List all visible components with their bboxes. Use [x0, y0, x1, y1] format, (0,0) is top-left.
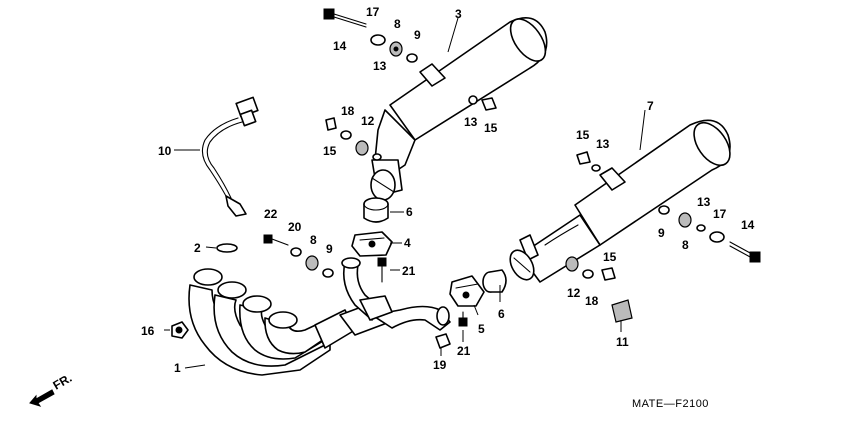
- callout-17-right: 17: [713, 207, 727, 221]
- callout-13-right-upper: 13: [596, 137, 610, 151]
- o2-sensor: [201, 96, 259, 217]
- collar-9-right: [658, 205, 670, 215]
- nut-15-right-lower: [601, 267, 616, 281]
- rubber-12-mid: [355, 140, 369, 156]
- exhaust-header-pipes: [188, 268, 396, 376]
- callout-8-upper: 8: [394, 17, 401, 31]
- nut-15-right-upper: [576, 151, 591, 165]
- callout-21-lower: 21: [457, 344, 471, 358]
- callout-6-lower: 6: [498, 307, 505, 321]
- callout-3: 3: [455, 7, 462, 21]
- collar-18-mid: [340, 130, 352, 140]
- bolt-22: [263, 234, 289, 246]
- callout-22: 22: [264, 207, 278, 221]
- callout-15-mid: 15: [323, 144, 337, 158]
- callout-10: 10: [158, 144, 172, 158]
- rubber-8-upper: [389, 41, 403, 57]
- callout-18-mid: 18: [341, 104, 355, 118]
- nut-16: [171, 321, 189, 339]
- callout-12-mid: 12: [361, 114, 375, 128]
- callout-12-right: 12: [567, 286, 581, 300]
- callout-4: 4: [404, 236, 411, 250]
- callout-9-right: 9: [658, 226, 665, 240]
- washer-13-right-upper: [591, 164, 601, 172]
- callout-5: 5: [478, 322, 485, 336]
- gasket-6-lower: [482, 269, 507, 293]
- callout-14-right: 14: [741, 218, 755, 232]
- callout-1: 1: [174, 361, 181, 375]
- nut-19: [435, 333, 451, 349]
- rubber-11: [611, 299, 633, 323]
- bolt-14-upper: [323, 8, 367, 28]
- right-muffler: [509, 119, 731, 283]
- front-marker-label: FR.: [51, 371, 75, 393]
- diagram-code: MATE—F2100: [632, 398, 709, 410]
- callout-9-left: 9: [326, 242, 333, 256]
- washer-13-right: [696, 224, 706, 232]
- callout-16: 16: [141, 324, 155, 338]
- washer-17-upper: [370, 34, 386, 46]
- bolt-14-right: [729, 241, 761, 263]
- callout-7: 7: [647, 99, 654, 113]
- callout-18-right: 18: [585, 294, 599, 308]
- callout-labels: 3 7 10 1 2 4 5 6 6 8 8 8 9 9 9 11 12 12 …: [141, 5, 755, 375]
- callout-2: 2: [194, 241, 201, 255]
- callout-9-upper: 9: [414, 28, 421, 42]
- rubber-12-right: [565, 256, 579, 272]
- leader-lines: [164, 17, 646, 369]
- gasket-2: [216, 243, 238, 253]
- callout-21-upper: 21: [402, 264, 416, 278]
- callout-19: 19: [433, 358, 447, 372]
- callout-17-upper: 17: [366, 5, 380, 19]
- callout-6-upper: 6: [406, 205, 413, 219]
- rubber-8-left: [305, 255, 319, 271]
- callout-15-right-lower: 15: [603, 250, 617, 264]
- callout-13-right: 13: [697, 195, 711, 209]
- joint-pipe: [341, 257, 451, 331]
- clamp-band-4: [351, 231, 393, 257]
- bolt-15-mid: [325, 117, 337, 131]
- callout-14-upper: 14: [333, 39, 347, 53]
- collar-18-right: [582, 269, 594, 279]
- clamp-band-5: [449, 275, 485, 307]
- bolt-21-lower: [458, 311, 468, 327]
- left-muffler: [370, 16, 548, 201]
- gasket-6-upper: [363, 197, 389, 223]
- front-direction-arrow-icon: [29, 389, 55, 407]
- rubber-8-right: [678, 212, 692, 228]
- callout-15-right-upper: 15: [576, 128, 590, 142]
- washer-13-upper: [468, 95, 478, 105]
- callout-13-mid: 13: [464, 115, 478, 129]
- callout-15-upper: 15: [484, 121, 498, 135]
- bolt-21-upper: [377, 257, 387, 283]
- callout-8-left: 8: [310, 233, 317, 247]
- callout-11: 11: [616, 335, 629, 349]
- collar-9-left: [322, 268, 334, 278]
- washer-20: [290, 247, 302, 257]
- collar-9-upper: [406, 53, 418, 63]
- callout-13-upper: 13: [373, 59, 387, 73]
- nut-15-upper: [481, 97, 497, 111]
- washer-mid: [372, 153, 382, 161]
- washer-17-right: [709, 231, 725, 243]
- callout-20: 20: [288, 220, 302, 234]
- callout-8-right: 8: [682, 238, 689, 252]
